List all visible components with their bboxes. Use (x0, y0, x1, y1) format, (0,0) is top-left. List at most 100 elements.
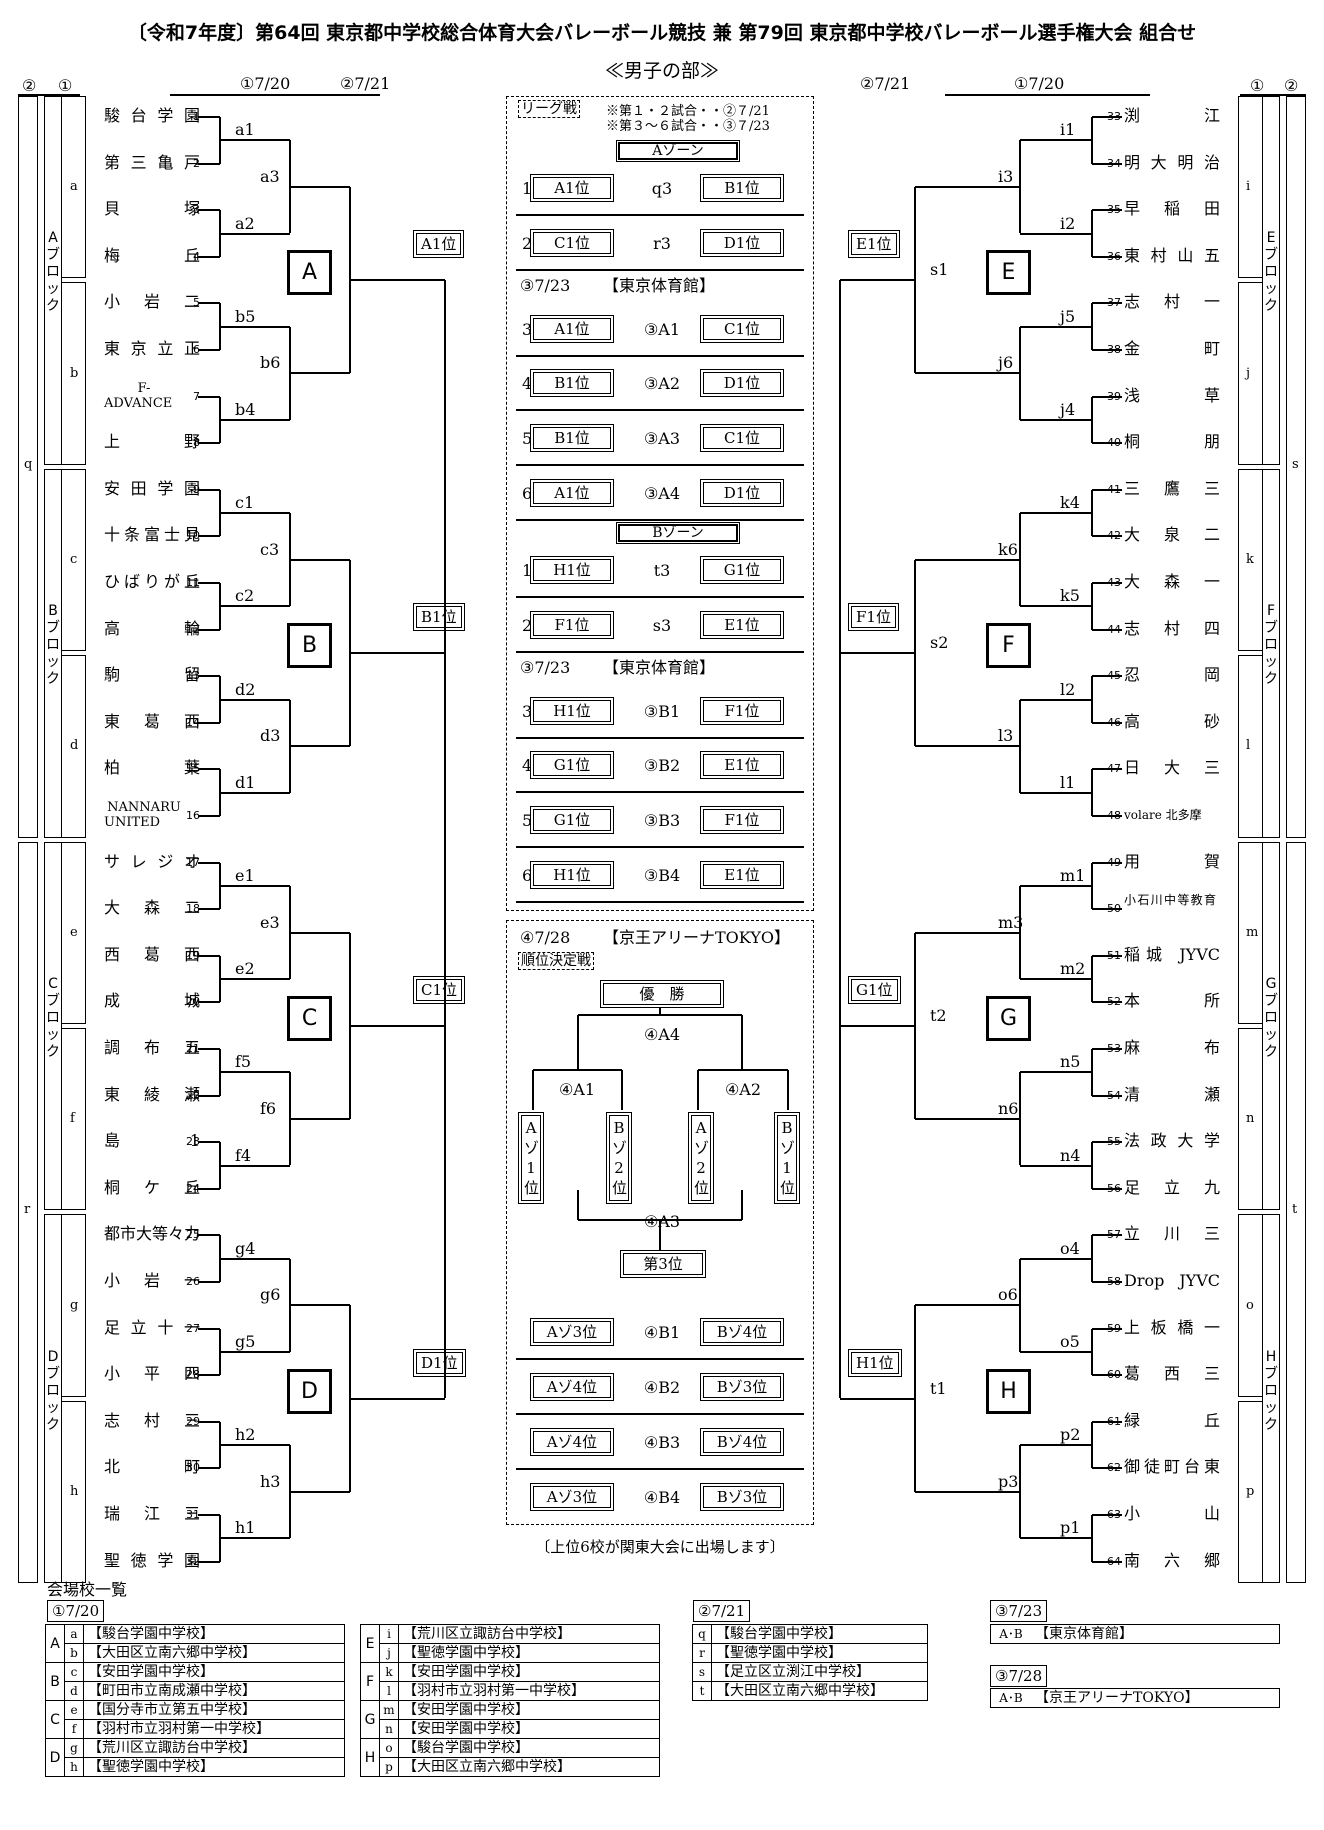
team-slot: G1位 (530, 751, 614, 779)
seed-number: 13 (186, 669, 200, 683)
team-slot: C1位 (700, 424, 784, 452)
bracket-line (198, 116, 220, 118)
slot-label: E1位 (703, 864, 781, 886)
team-name: 小岩二 (104, 292, 200, 312)
team-slot: H1位 (530, 861, 614, 889)
team-name: 小平四 (104, 1364, 200, 1384)
team-name: 柏葉 (104, 758, 200, 778)
final-date: ④7/28 (520, 928, 571, 947)
venue-key: d (64, 1681, 84, 1701)
match-label: g5 (235, 1331, 256, 1351)
round-header-right-2: ②7/21 (860, 74, 911, 93)
venue-key: b (64, 1643, 84, 1663)
bracket-line (621, 1070, 623, 1110)
sub-label: a (70, 179, 78, 195)
sub-column (62, 282, 86, 465)
bracket-line (915, 1117, 1020, 1120)
bracket-line (840, 1397, 915, 1400)
venue-table: A･B【京王アリーナTOKYO】 (990, 1688, 1280, 1708)
bracket-line (698, 1069, 788, 1071)
bracket-line (1091, 862, 1093, 910)
bracket-line (220, 1537, 290, 1540)
block-name: Cブロック (46, 976, 60, 1060)
block-name: Aブロック (46, 230, 60, 315)
venue-row: q【駿台学園中学校】 (692, 1624, 928, 1644)
place-slot: Bゾ3位 (700, 1373, 784, 1401)
block-column (44, 841, 62, 1211)
row-divider (516, 1468, 804, 1470)
bracket-line (220, 1350, 290, 1353)
sub-label: c (70, 552, 78, 567)
venue-key: n (379, 1719, 399, 1739)
team-slot: C1位 (700, 315, 784, 343)
slot-label: Bゾ4位 (703, 1321, 781, 1343)
team-name: 高輪 (104, 618, 200, 638)
bracket-line (1092, 1234, 1122, 1237)
bracket-line (1019, 885, 1021, 980)
bracket-line (1092, 721, 1122, 724)
team-slot: B1位 (700, 174, 784, 202)
bracket-line (1092, 675, 1122, 678)
match-label: e2 (235, 959, 255, 979)
block-name: Dブロック (46, 1348, 60, 1433)
match-label: j4 (1060, 399, 1076, 419)
block-column (1262, 96, 1280, 465)
team-name: 葛西三 (1124, 1364, 1220, 1384)
team-name: 高砂 (1124, 711, 1220, 731)
slot-label: E1位 (703, 754, 781, 776)
seed-number: 12 (186, 622, 200, 636)
row-divider (516, 464, 804, 466)
bracket-line (1091, 1049, 1093, 1096)
team-name: 安田学園 (104, 478, 200, 498)
team-slot: G1位 (530, 806, 614, 834)
match-number: 2 (522, 234, 533, 253)
bracket-line (220, 418, 290, 421)
match-code: ③B2 (643, 756, 681, 775)
bracket-line (198, 442, 220, 445)
team-name: 上板橋一 (1124, 1317, 1220, 1337)
team-name: 渕江 (1124, 106, 1220, 125)
final-a3: ④A3 (643, 1212, 681, 1231)
match-label: b4 (235, 399, 256, 419)
sub-label: e (70, 924, 78, 940)
bracket-line (290, 185, 350, 188)
league-label: リーグ戦 (518, 100, 580, 118)
team-name: 清瀬 (1124, 1084, 1220, 1104)
sub-column (1238, 1028, 1262, 1211)
bracket-line (198, 861, 220, 864)
team-slot: G1位 (700, 556, 784, 584)
slot-label: H1位 (533, 559, 611, 581)
block-name: Gブロック (1264, 976, 1278, 1060)
outer-column (18, 841, 38, 1584)
team-name: 十条富士見 (104, 525, 200, 545)
venue-key: A･B (990, 1624, 1031, 1644)
venue-key: k (379, 1662, 399, 1682)
bracket-line (1020, 232, 1092, 235)
bracket-line (1092, 1001, 1122, 1004)
team-name: 金町 (1124, 339, 1220, 358)
team-name: 足立九 (1124, 1177, 1220, 1197)
team-name: 貝塚 (104, 199, 200, 219)
bracket-line (1091, 1142, 1093, 1189)
sub-column (62, 1214, 86, 1397)
venue-name: 【東京体育館】 (603, 658, 716, 677)
venue-key: i (379, 1624, 399, 1644)
venue-row: n【安田学園中学校】 (361, 1719, 660, 1739)
block-name: Hブロック (1264, 1348, 1278, 1433)
sub-label: n (1246, 1111, 1255, 1127)
match-number: 3 (522, 702, 533, 721)
winner-box: F1位 (848, 602, 899, 631)
match-label: k4 (1060, 493, 1080, 513)
venue-row: l【羽村市立羽村第一中学校】 (361, 1681, 660, 1701)
venue-date: ③7/23 (520, 658, 571, 677)
slot-label: B1位 (703, 177, 781, 199)
bracket-line (198, 908, 220, 911)
bracket-line (1091, 117, 1093, 164)
bracket-line (1019, 1445, 1021, 1539)
bracket-line (1020, 512, 1092, 515)
match-number: 5 (522, 811, 533, 830)
venue-school: 【大田区立南六郷中学校】 (83, 1643, 345, 1663)
